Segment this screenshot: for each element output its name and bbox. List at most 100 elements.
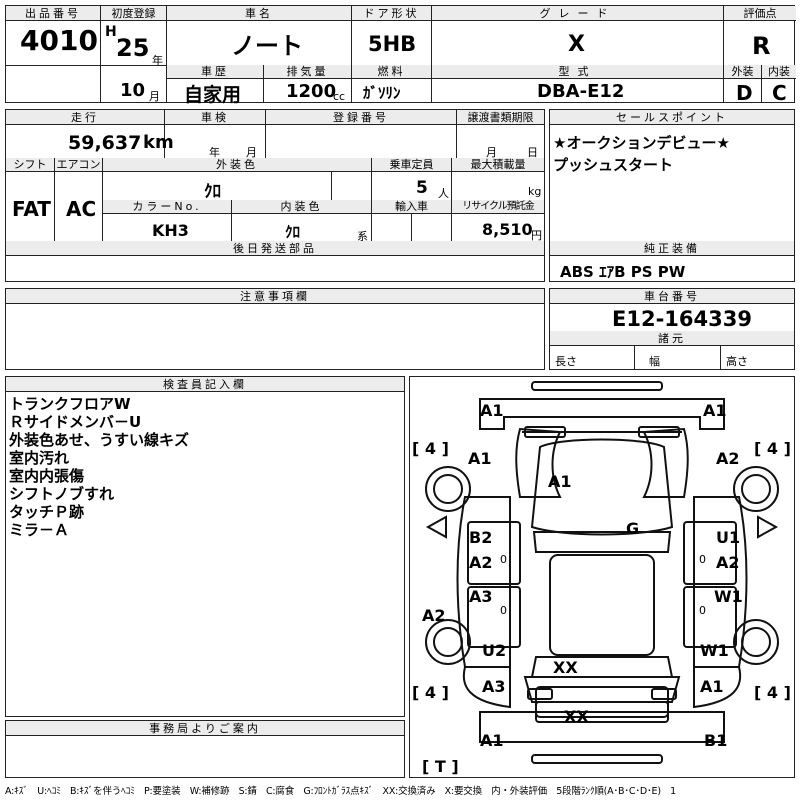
shift: FAT: [12, 197, 51, 221]
mark-quarter-rr-2: A1: [700, 677, 724, 696]
mark-door-rl: A3: [469, 587, 493, 606]
model-label: 型式: [432, 65, 723, 79]
remark-line: シフトノブすれ: [9, 485, 115, 503]
mileage: 59,637: [68, 132, 142, 154]
notes-label: 注意事項欄: [6, 289, 544, 304]
displacement: 1200: [286, 81, 337, 102]
capacity-label: 乗車定員: [372, 158, 451, 172]
equipment-label: 純正装備: [550, 241, 794, 256]
remark-line: 室内汚れ: [9, 449, 70, 467]
mark-door-rr: W1: [714, 587, 743, 606]
spec-height-label: 高さ: [726, 355, 748, 368]
chassis-number: E12-164339: [612, 307, 752, 331]
spec-length-label: 長さ: [555, 355, 577, 368]
displacement-label: 排気量: [264, 65, 351, 79]
mark-fender-fl: A1: [468, 449, 492, 468]
inspection-month-unit: 月: [246, 146, 257, 159]
later-parts-label: 後日発送部品: [6, 241, 544, 256]
first-reg-year-unit: 年: [152, 54, 163, 67]
ext-color-label: 外装色: [103, 158, 371, 172]
ac-label: エアコン: [55, 158, 102, 172]
grade: X: [568, 32, 585, 57]
car-name: ノート: [231, 32, 303, 60]
inspector-block: 検査員記入欄 トランクフロアW Ｒサイドメンバ－U 外装色あせ、うすい線キズ 室…: [5, 376, 405, 717]
tire-rr: [ 4 ]: [754, 683, 791, 702]
remark-line: トランクフロアW: [9, 395, 131, 413]
header-block: 出品番号 4010 初度登録 H 25 年 車名 ノート ドア形状 5HB グレ…: [5, 5, 796, 106]
inspection-label: 車検: [165, 110, 265, 125]
car-diagram: [ 4 ] [ 4 ] [ 4 ] [ 4 ] [ T ] A1 A1 A1 A…: [409, 376, 795, 778]
mark-door-rr-zero: 0: [699, 604, 706, 617]
inspector-label: 検査員記入欄: [6, 377, 404, 392]
info-block: 走行 59,637 km 車検 年 月 登録番号 譲渡書類期限 月 日 シフト …: [5, 109, 545, 282]
mark-roof: G: [626, 519, 640, 538]
mark-rear-panel: XX: [564, 707, 589, 726]
fuel-label: 燃料: [352, 65, 431, 79]
int-color: ｸﾛ: [285, 223, 301, 241]
capacity-unit: 人: [438, 187, 449, 200]
spec-width-label: 幅: [649, 355, 660, 368]
lot-label: 出品番号: [6, 6, 100, 21]
remark-line: 外装色あせ、うすい線キズ: [9, 431, 190, 449]
first-reg-month-unit: 月: [149, 90, 160, 103]
first-reg-era: H: [105, 24, 117, 40]
tire-fr: [ 4 ]: [754, 439, 791, 458]
tire-rl: [ 4 ]: [412, 683, 449, 702]
sales-point-label: セールスポイント: [550, 110, 794, 125]
sales-line-2: プッシュスタート: [553, 156, 674, 174]
capacity: 5: [416, 178, 428, 198]
int-color-label: 内装色: [232, 200, 371, 214]
mark-quarter-rr-1: W1: [700, 641, 729, 660]
displacement-unit: cc: [333, 90, 346, 103]
mark-front-bumper-r: A1: [703, 401, 727, 420]
recycle-label: リサイクル預託金: [452, 200, 544, 214]
mark-hood: A1: [548, 472, 572, 491]
mark-door-rl-zero: 0: [500, 604, 507, 617]
tire-fl: [ 4 ]: [412, 439, 449, 458]
sales-block: セールスポイント ★オークションデビュー★ プッシュスタート 純正装備 ABS …: [549, 109, 795, 282]
recycle-unit: 円: [531, 229, 542, 242]
color-no: KH3: [152, 221, 189, 240]
remark-line: 室内内張傷: [9, 467, 85, 485]
score-int: C: [772, 81, 787, 105]
shift-label: シフト: [6, 158, 54, 172]
sales-line-1: ★オークションデビュー★: [553, 134, 730, 152]
first-reg-year: 25: [116, 34, 150, 62]
remark-line: ミラ－Ａ: [9, 521, 70, 539]
mark-rear-bumper-r: B1: [704, 731, 728, 750]
score-ext: D: [736, 81, 753, 105]
grade-label: グレード: [432, 6, 723, 21]
transfer-day-unit: 日: [527, 146, 538, 159]
legend: A:ｷｽﾞ U:ﾍｺﾐ B:ｷｽﾞを伴うﾍｺﾐ P:要塗装 W:補修跡 S:錆 …: [5, 786, 676, 797]
color-no-label: カラーNo.: [103, 200, 231, 214]
door-label: ドア形状: [352, 6, 431, 21]
mark-door-fr-1: U1: [716, 528, 741, 547]
recycle: 8,510: [482, 220, 533, 239]
chassis-block: 車台番号 E12-164339 諸元 長さ 幅 高さ: [549, 288, 795, 370]
history: 自家用: [184, 84, 242, 106]
mark-quarter-rl-1: U2: [482, 641, 507, 660]
mark-fender-fr: A2: [716, 449, 740, 468]
max-load-unit: kg: [528, 185, 542, 198]
specs-label: 諸元: [550, 331, 794, 346]
car-name-label: 車名: [167, 6, 351, 21]
reg-no-label: 登録番号: [266, 110, 456, 125]
mark-quarter-rl-2: A3: [482, 677, 506, 696]
score-label: 評価点: [724, 6, 796, 21]
import-label: 輸入車: [372, 200, 451, 214]
model: DBA-E12: [537, 81, 625, 102]
car-outline: [425, 381, 779, 764]
score-ext-label: 外装: [724, 65, 761, 79]
tire-spare: [ T ]: [422, 757, 459, 776]
max-load-label: 最大積載量: [452, 158, 544, 172]
chassis-label: 車台番号: [550, 289, 794, 304]
transfer-month-unit: 月: [486, 146, 497, 159]
remark-line: タッチＰ跡: [9, 503, 85, 521]
mark-door-fr-2: A2: [716, 553, 740, 572]
ac: AC: [66, 197, 97, 221]
lot-number: 4010: [20, 24, 98, 57]
mark-side-l: A2: [422, 606, 446, 625]
mark-front-bumper-l: A1: [480, 401, 504, 420]
inspection-year-unit: 年: [209, 146, 220, 159]
mileage-label: 走行: [6, 110, 164, 125]
